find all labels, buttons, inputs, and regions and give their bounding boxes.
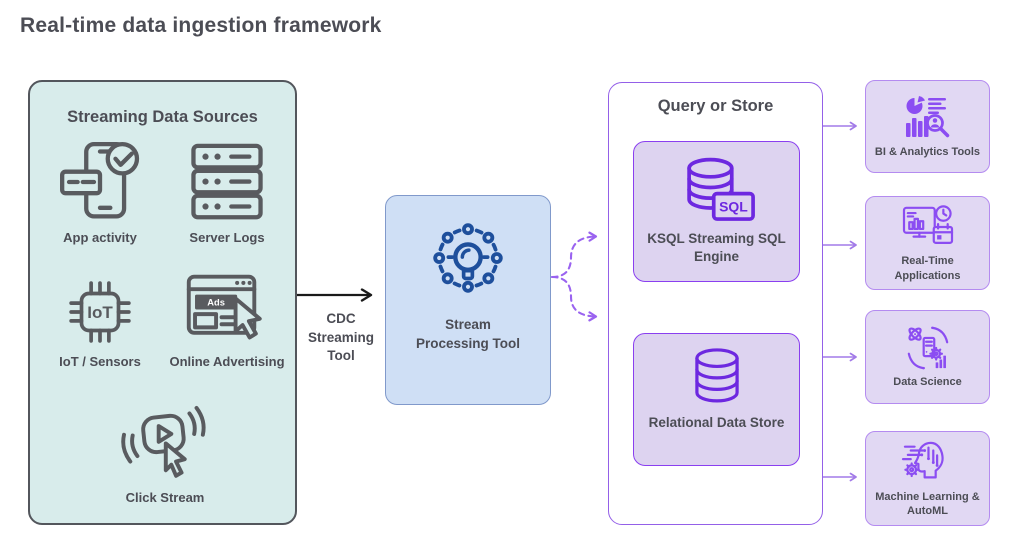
online-ads-icon: Ads bbox=[184, 272, 270, 350]
destination-label: Data Science bbox=[893, 376, 962, 389]
fork-arrow-top bbox=[550, 231, 598, 279]
sql-badge-text: SQL bbox=[719, 199, 748, 215]
database-sql-icon: SQL bbox=[676, 155, 758, 229]
source-item-app-activity: App activity bbox=[44, 138, 156, 247]
source-label: Online Advertising bbox=[169, 354, 285, 369]
idea-network-icon bbox=[386, 210, 550, 306]
sources-panel-title: Streaming Data Sources bbox=[67, 108, 258, 126]
bi-analytics-icon bbox=[903, 94, 953, 142]
database-icon bbox=[681, 345, 753, 413]
source-item-server-logs: Server Logs bbox=[168, 138, 286, 247]
query-panel-title: Query or Store bbox=[657, 97, 774, 115]
query-or-store-panel: Query or Store SQL KSQL Streaming SQL En… bbox=[608, 82, 823, 525]
destination-bi-analytics: BI & Analytics Tools bbox=[865, 80, 990, 173]
relational-store-box: Relational Data Store bbox=[633, 333, 800, 466]
destination-data-science: Data Science bbox=[865, 310, 990, 404]
stream-processing-panel: Stream Processing Tool bbox=[385, 195, 551, 405]
source-item-iot-sensors: IoT IoT / Sensors bbox=[44, 274, 156, 371]
fork-arrow-bottom bbox=[550, 275, 598, 322]
destination-ml-automl: Machine Learning & AutoML bbox=[865, 431, 990, 526]
source-label: Server Logs bbox=[189, 230, 265, 245]
destination-label: BI & Analytics Tools bbox=[874, 145, 981, 158]
relational-store-label: Relational Data Store bbox=[648, 415, 785, 430]
iot-chip-text: IoT bbox=[87, 303, 113, 322]
ml-automl-icon bbox=[901, 439, 955, 487]
click-stream-icon bbox=[121, 404, 209, 486]
data-science-icon bbox=[904, 324, 952, 372]
destination-label: Machine Learning & AutoML bbox=[875, 490, 980, 517]
stream-processing-label: Stream Processing Tool bbox=[415, 317, 521, 351]
page-title: Real-time data ingestion framework bbox=[20, 14, 382, 37]
source-label: App activity bbox=[63, 230, 137, 245]
ads-badge-text: Ads bbox=[207, 298, 225, 308]
app-activity-icon bbox=[57, 138, 143, 226]
ksql-engine-label: KSQL Streaming SQL Engine bbox=[647, 231, 786, 265]
source-label: Click Stream bbox=[125, 490, 205, 505]
ksql-engine-box: SQL KSQL Streaming SQL Engine bbox=[633, 141, 800, 282]
source-item-online-advertising: Ads Online Advertising bbox=[168, 272, 286, 371]
realtime-apps-icon bbox=[901, 203, 955, 251]
source-label: IoT / Sensors bbox=[59, 354, 141, 369]
iot-chip-icon: IoT bbox=[63, 274, 137, 350]
source-item-click-stream: Click Stream bbox=[108, 404, 222, 507]
destination-label: Real-Time Applications bbox=[894, 255, 961, 282]
cdc-streaming-tool-label: CDC Streaming Tool bbox=[307, 311, 375, 364]
streaming-data-sources-panel: Streaming Data Sources App act bbox=[28, 80, 297, 525]
destination-realtime-apps: Real-Time Applications bbox=[865, 196, 990, 290]
server-logs-icon bbox=[184, 138, 270, 226]
